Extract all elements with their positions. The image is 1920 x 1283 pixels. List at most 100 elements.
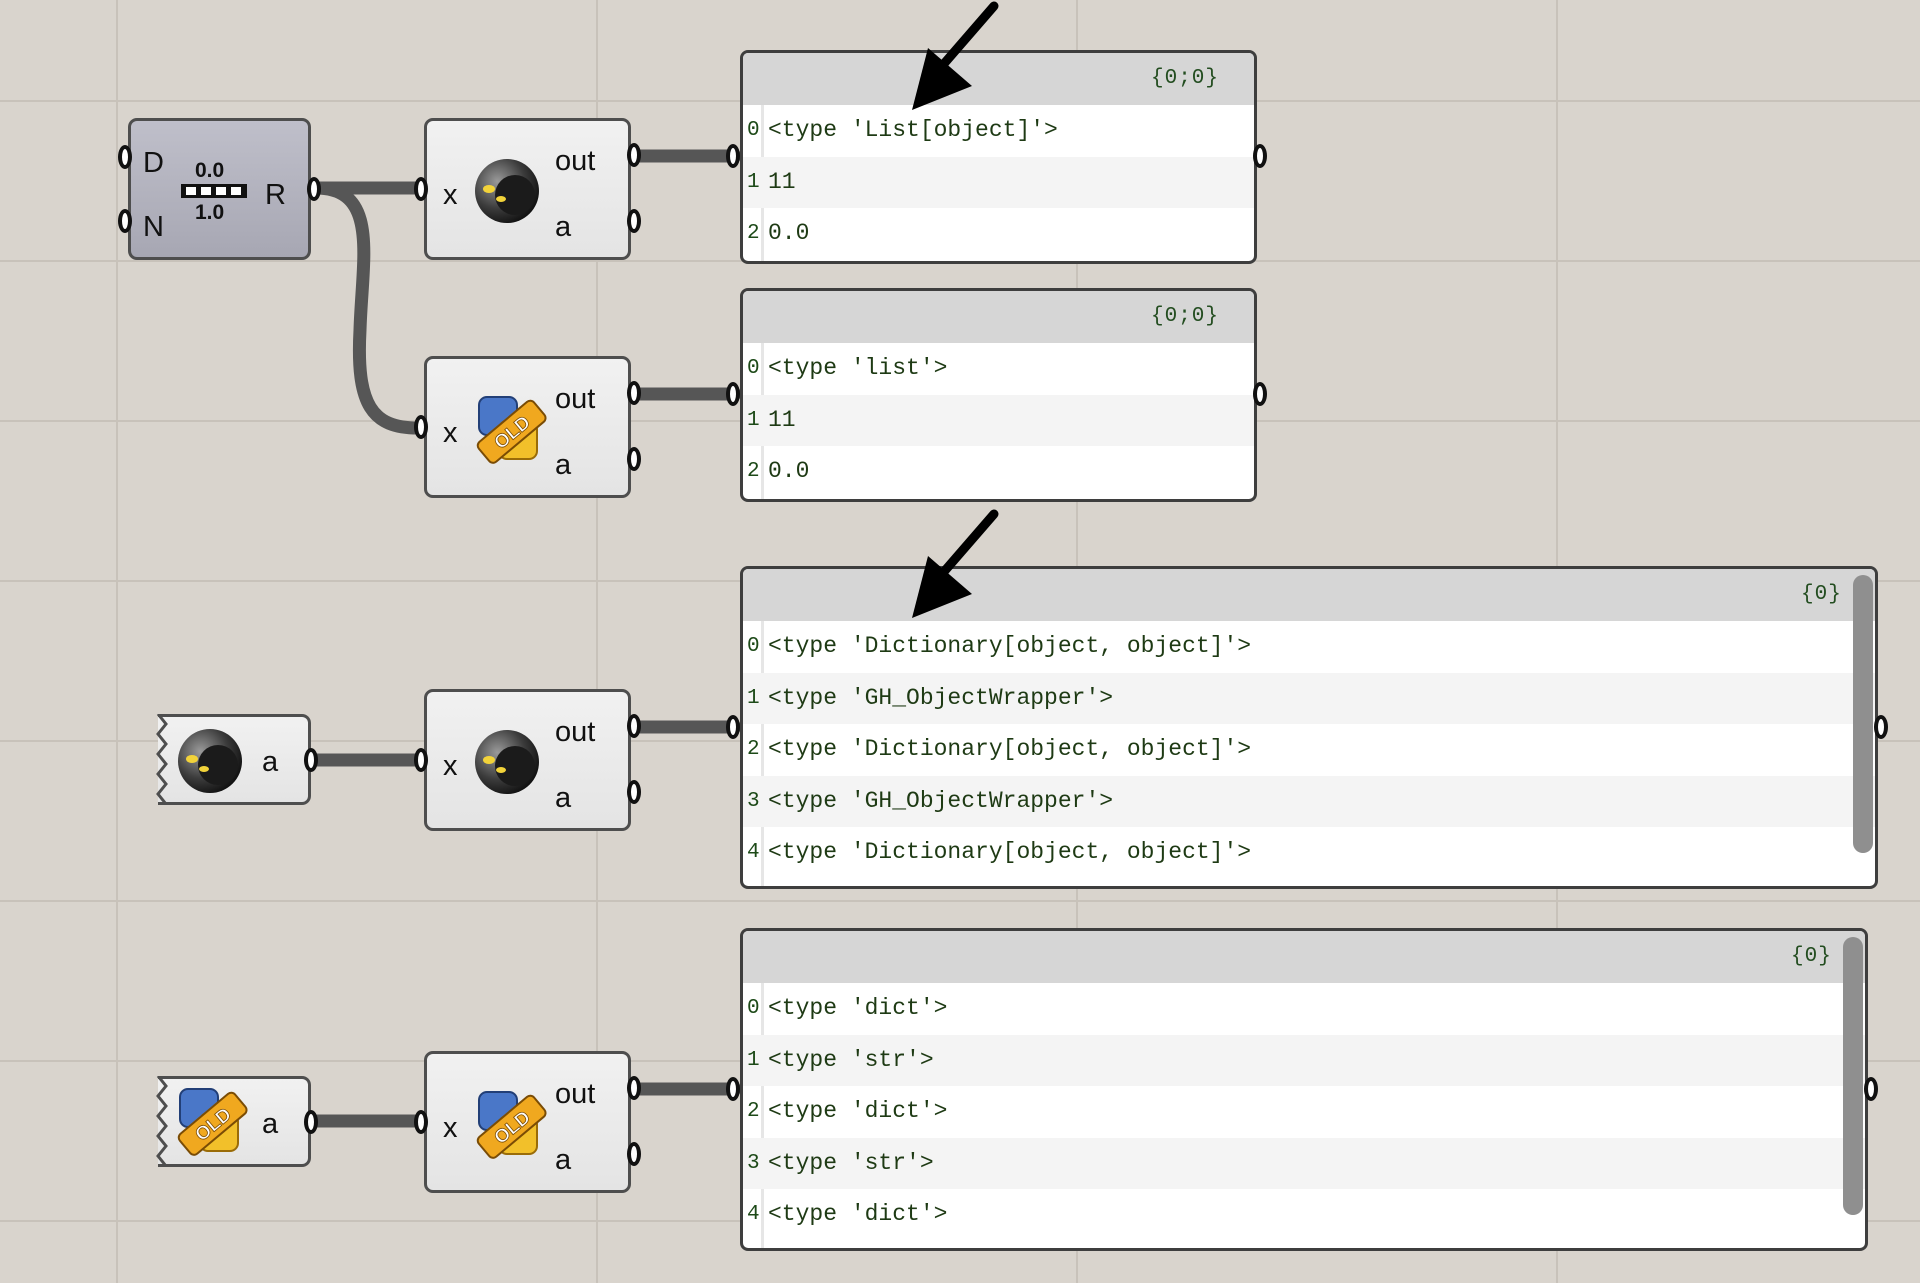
panel-row: 1 <type 'str'> [743,1034,1865,1086]
row-index: 4 [747,841,760,864]
script-output-a: a [555,782,572,814]
python-old-param-icon: OLD [177,1088,248,1156]
script-output-a: a [555,1144,572,1176]
row-index: 0 [747,997,760,1020]
row-value: 11 [768,406,796,433]
row-index: 0 [747,357,760,380]
script-output-grip-a[interactable] [627,209,641,233]
row-index: 1 [747,170,760,194]
panel-scrollbar[interactable] [1853,575,1873,853]
panel-1-input-grip[interactable] [726,144,740,168]
panel-row: 4<type 'Dictionary[object, object]'> [743,827,1875,879]
panel-row: 0 <type 'list'> [743,343,1254,395]
slider-output-grip-r[interactable] [307,177,321,201]
script-input-grip-x[interactable] [414,1110,428,1134]
panel-row: 3<type 'GH_ObjectWrapper'> [743,775,1875,827]
row-value: <type 'str'> [768,1149,934,1176]
panel-stripe [761,931,764,1248]
row-index: 2 [747,1100,760,1123]
panel-header: {0;0} [743,53,1254,105]
panel-path: {0;0} [1151,67,1220,90]
python-old-script-icon: OLD [476,1091,547,1159]
script-output-grip-out[interactable] [627,1076,641,1100]
script-component-2[interactable]: x out a OLD [414,356,641,498]
panel-1-output-grip[interactable] [1253,144,1267,168]
script-input-x: x [443,1112,458,1144]
row-index: 0 [747,635,760,658]
script-input-grip-x[interactable] [414,748,428,772]
slider-input-n: N [143,211,164,243]
param-label-a: a [262,1108,279,1140]
panel-path: {0;0} [1151,305,1220,328]
slider-input-grip-d[interactable] [118,145,132,169]
panel-4[interactable]: {0} 0<type 'dict'> 1<type 'str'> 2<type … [740,928,1868,1251]
script-output-grip-out[interactable] [627,143,641,167]
row-value: <type 'List[object]'> [768,117,1058,143]
param-output-grip[interactable] [304,1110,318,1134]
panel-row: 0<type 'Dictionary[object, object]'> [743,621,1875,673]
row-index: 2 [747,460,760,483]
param-component-1[interactable]: a [156,714,318,805]
panel-row: 4<type 'dict'> [743,1189,1865,1241]
param-jagged-edge [156,714,168,805]
panel-3[interactable]: {0} 0<type 'Dictionary[object, object]'>… [740,566,1878,889]
panel-rows: 0<type 'Dictionary[object, object]'> 1<t… [743,621,1875,879]
row-index: 2 [747,222,760,245]
script-input-grip-x[interactable] [414,415,428,439]
script-output-grip-a[interactable] [627,447,641,471]
panel-scrollbar[interactable] [1843,937,1863,1215]
cpython-script-icon [475,159,539,223]
script-output-grip-out[interactable] [627,714,641,738]
panel-4-output-grip[interactable] [1864,1077,1878,1101]
slider-input-grip-n[interactable] [118,209,132,233]
script-component-4[interactable]: x out a OLD [414,1051,641,1193]
panel-2-input-grip[interactable] [726,382,740,406]
row-value: <type 'list'> [768,355,948,381]
slider-output-r: R [265,179,286,211]
row-index: 3 [747,1151,760,1175]
row-index: 1 [747,408,760,432]
slider-input-d: D [143,147,164,179]
row-value: <type 'dict'> [768,1098,948,1124]
script-component-1[interactable]: x out a [414,118,641,260]
param-component-2[interactable]: OLD a [156,1076,318,1167]
row-index: 1 [747,1048,760,1072]
panel-row: 1<type 'GH_ObjectWrapper'> [743,672,1875,724]
script-input-x: x [443,179,458,211]
number-slider-component[interactable]: D N R 0.0 1.0 [118,118,321,260]
panel-row: 0<type 'List[object]'> [743,105,1254,157]
panel-3-input-grip[interactable] [726,715,740,739]
script-input-x: x [443,750,458,782]
script-output-grip-a[interactable] [627,780,641,804]
annotation-arrow-icon [912,1,999,110]
script-output-out: out [555,716,596,748]
script-component-3[interactable]: x out a [414,689,641,831]
panel-row: 3 <type 'str'> [743,1137,1865,1189]
script-output-grip-out[interactable] [627,381,641,405]
row-value: <type 'GH_ObjectWrapper'> [768,787,1114,814]
wire-slider-to-script2 [309,181,425,435]
row-index: 4 [747,1203,760,1226]
panel-2-output-grip[interactable] [1253,382,1267,406]
script-input-grip-x[interactable] [414,177,428,201]
script-output-out: out [555,1078,596,1110]
script-output-out: out [555,383,596,415]
row-value: <type 'str'> [768,1046,934,1073]
panel-rows: 0 <type 'dict'> 1 <type 'str'> 2 <type 'dic… [743,983,1865,1241]
panel-3-output-grip[interactable] [1874,715,1888,739]
annotation-arrow-icon [912,509,999,618]
param-output-grip[interactable] [304,748,318,772]
script-output-grip-a[interactable] [627,1142,641,1166]
param-jagged-edge [156,1076,168,1167]
script-output-out: out [555,145,596,177]
row-value: <type 'dict'> [768,995,948,1021]
panel-4-input-grip[interactable] [726,1077,740,1101]
